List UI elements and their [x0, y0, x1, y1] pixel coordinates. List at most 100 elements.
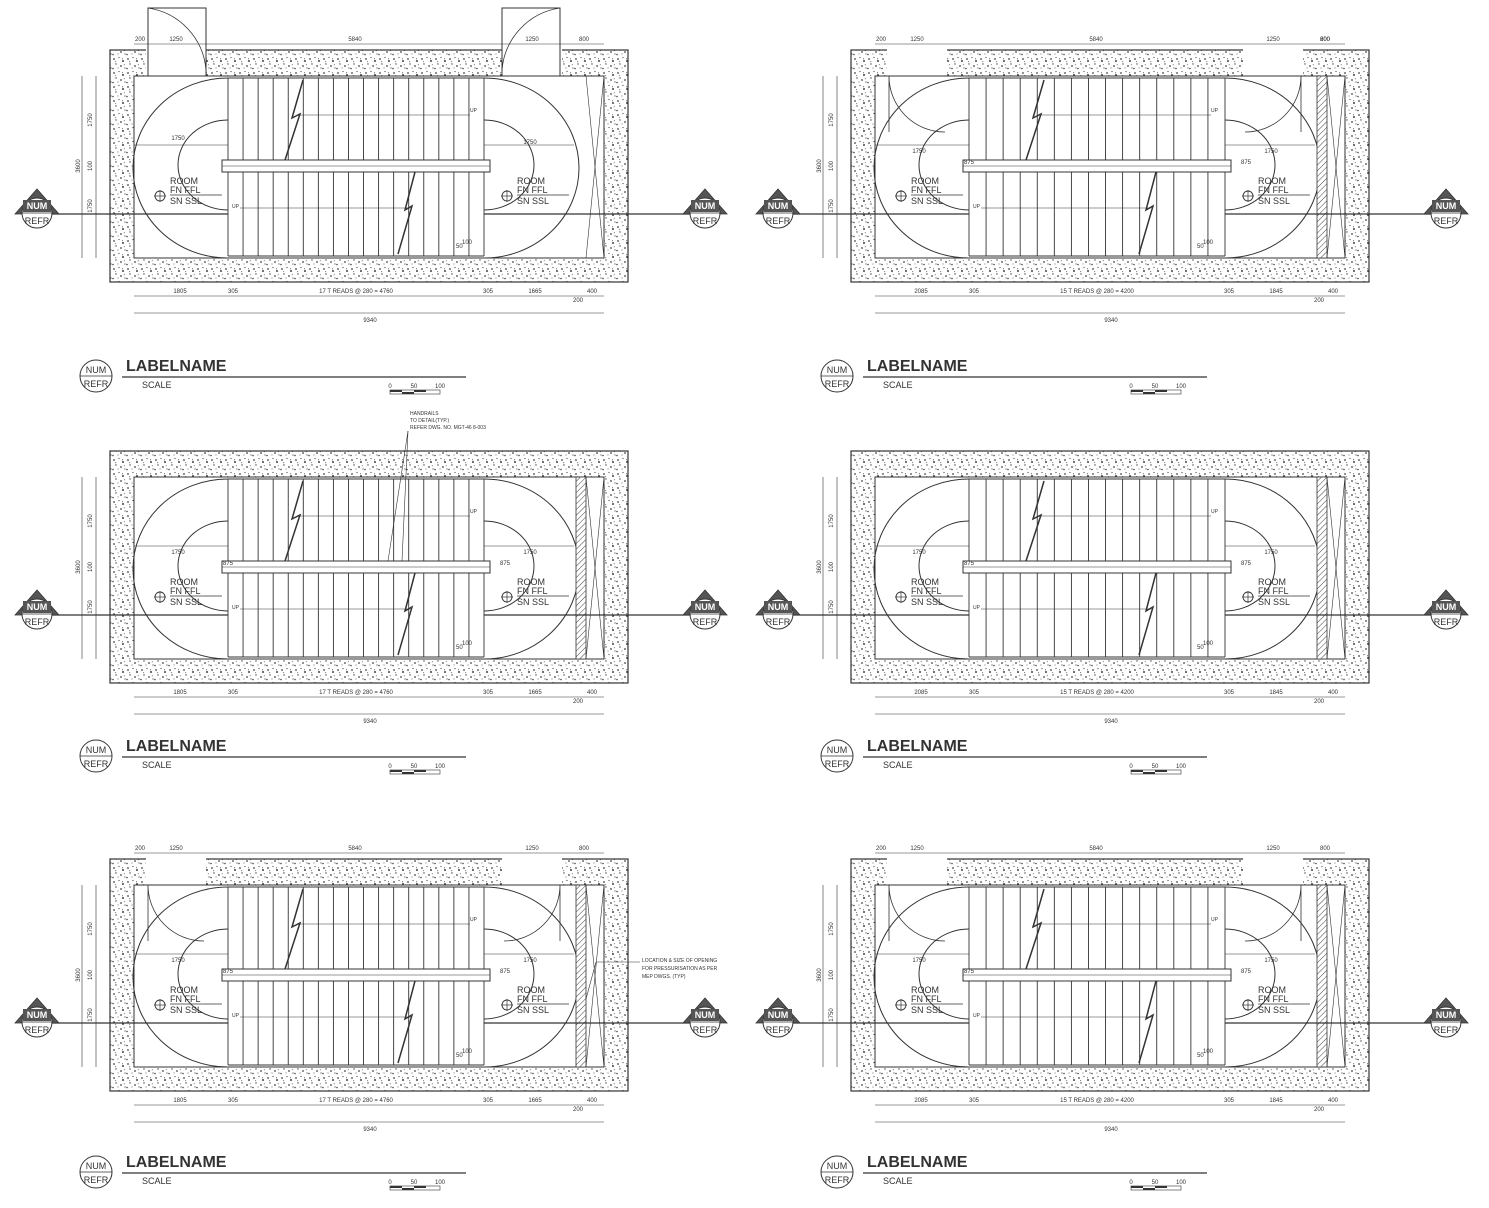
scale-bar-seg — [402, 392, 414, 394]
landing-arc-left-outer — [132, 77, 229, 259]
scale-bar-seg — [390, 1186, 402, 1188]
bottom-dimension: 400 — [587, 289, 598, 295]
section-marker-refr: REFR — [693, 617, 718, 627]
scale-tick-50: 50 — [1152, 384, 1159, 390]
bottom-dimension: 2085 — [914, 1098, 928, 1104]
landing-dimension: 1750 — [1264, 550, 1278, 556]
label-num: NUM — [86, 365, 107, 375]
scale-tick-100: 100 — [1176, 764, 1187, 770]
misc-dimension: 50 — [456, 645, 463, 651]
scale-tick-100: 100 — [1176, 384, 1187, 390]
section-marker-refr: REFR — [1434, 1025, 1459, 1035]
shaft-x — [1326, 476, 1346, 660]
landing-arc-right-inner — [1224, 119, 1276, 211]
misc-dimension: 100 — [462, 240, 473, 246]
left-dimension: 1750 — [829, 199, 835, 213]
scale-tick-50: 50 — [411, 1180, 418, 1186]
fn-ffl-label: FN FFL — [1258, 185, 1289, 195]
note-leader — [401, 430, 409, 562]
label-scale: SCALE — [883, 1176, 913, 1186]
up-label: UP — [470, 509, 478, 515]
fn-ffl-label: FN FFL — [517, 994, 548, 1004]
section-marker-refr: REFR — [25, 216, 50, 226]
scale-tick-50: 50 — [411, 764, 418, 770]
bottom-dimension: 9340 — [363, 318, 377, 324]
scale-bar-seg — [1143, 1188, 1155, 1190]
misc-dimension: 50 — [456, 244, 463, 250]
section-marker-num: NUM — [27, 201, 48, 211]
label-scale: SCALE — [883, 760, 913, 770]
bottom-dimension: 9340 — [363, 1127, 377, 1133]
misc-dimension: 50 — [456, 1053, 463, 1059]
bottom-dimension: 400 — [587, 1098, 598, 1104]
section-marker-top — [691, 601, 719, 613]
sn-ssl-label: SN SSL — [911, 196, 943, 206]
scale-bar-seg — [1131, 770, 1143, 772]
section-marker-top — [23, 1009, 51, 1021]
left-dimension: 1750 — [88, 199, 94, 213]
landing-dimension: 1750 — [171, 136, 185, 142]
up-label: UP — [232, 204, 240, 210]
bottom-dimension: 200 — [1314, 699, 1325, 705]
section-marker-top — [23, 200, 51, 212]
door-opening-left — [146, 853, 206, 885]
bottom-dimension: 1845 — [1269, 1098, 1283, 1104]
bottom-dimension: 305 — [483, 289, 494, 295]
bottom-dimension: 305 — [1224, 690, 1235, 696]
left-dimension: 3600 — [817, 159, 823, 173]
bottom-dimension: 305 — [228, 1098, 239, 1104]
landing-dimension: 1750 — [912, 550, 926, 556]
bottom-dimension: 200 — [573, 1107, 584, 1113]
fn-ffl-label: FN FFL — [170, 185, 201, 195]
bottom-dimension: 17 T READS @ 280 = 4760 — [319, 1098, 393, 1104]
sn-ssl-label: SN SSL — [1258, 196, 1290, 206]
room-label: ROOM — [1258, 577, 1286, 587]
scale-bar-seg — [1155, 390, 1167, 392]
up-label: UP — [973, 605, 981, 611]
top-dimension: 200 — [135, 37, 146, 43]
section-marker-refr: REFR — [766, 617, 791, 627]
scale-bar-seg — [1131, 1186, 1143, 1188]
left-dimension: 100 — [829, 160, 835, 171]
misc-dimension: 50 — [1197, 645, 1204, 651]
section-marker-num: NUM — [27, 602, 48, 612]
misc-dimension: 100 — [1203, 240, 1214, 246]
scale-tick-100: 100 — [435, 1180, 446, 1186]
section-marker-num: NUM — [695, 201, 716, 211]
scale-tick-0: 0 — [1129, 1180, 1133, 1186]
scale-bar-seg — [390, 390, 402, 392]
shaft-wall-hatch — [1316, 75, 1328, 259]
sn-ssl-label: SN SSL — [911, 1005, 943, 1015]
section-marker-refr: REFR — [1434, 216, 1459, 226]
section-marker-refr: REFR — [693, 1025, 718, 1035]
left-dimension: 1750 — [829, 113, 835, 127]
door-opening-right — [1243, 44, 1303, 76]
section-marker-refr: REFR — [25, 617, 50, 627]
shaft-wall-hatch — [1316, 884, 1328, 1068]
shaft-wall-hatch — [575, 476, 587, 660]
landing-arc-left-outer — [132, 886, 229, 1068]
break-line-upper — [1025, 480, 1045, 562]
bottom-dimension: 200 — [573, 298, 584, 304]
section-marker-num: NUM — [27, 1010, 48, 1020]
bottom-dimension: 305 — [483, 690, 494, 696]
section-marker-num: NUM — [768, 201, 789, 211]
label-num: NUM — [827, 365, 848, 375]
label-title: LABELNAME — [126, 358, 227, 375]
section-marker-refr: REFR — [693, 216, 718, 226]
landing-dimension: 875 — [964, 969, 975, 975]
room-label: ROOM — [170, 577, 198, 587]
left-dimension: 1750 — [88, 600, 94, 614]
landing-arc-right-inner — [483, 520, 535, 612]
shaft-wall-hatch — [575, 884, 587, 1068]
label-num: NUM — [827, 1161, 848, 1171]
left-dimension: 1750 — [829, 1008, 835, 1022]
section-marker-num: NUM — [695, 602, 716, 612]
section-marker-refr: REFR — [766, 1025, 791, 1035]
scale-bar-seg — [1155, 770, 1167, 772]
top-dimension: 1250 — [169, 37, 183, 43]
note-leader — [387, 430, 409, 562]
break-line-upper — [284, 79, 304, 161]
